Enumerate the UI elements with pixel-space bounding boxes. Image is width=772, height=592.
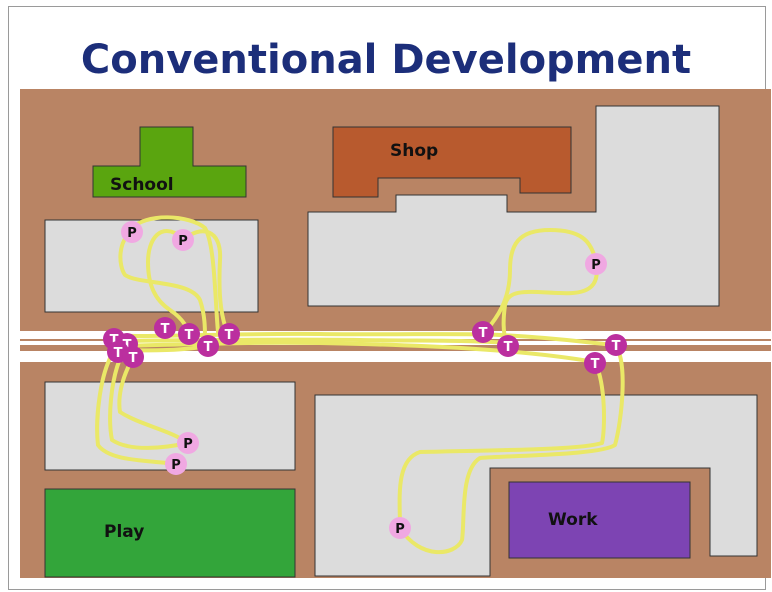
svg-text:T: T xyxy=(504,340,513,355)
parking-marker[interactable]: P xyxy=(172,229,194,251)
parking-marker[interactable]: P xyxy=(121,221,143,243)
school-building[interactable] xyxy=(92,126,247,198)
transit-marker[interactable]: T xyxy=(584,352,606,374)
transit-marker[interactable]: T xyxy=(605,334,627,356)
lot-northeast xyxy=(307,105,720,307)
svg-text:P: P xyxy=(178,234,188,249)
parking-markers: P P P P P P xyxy=(121,221,607,539)
svg-text:T: T xyxy=(110,333,119,348)
svg-text:P: P xyxy=(591,258,601,273)
svg-text:T: T xyxy=(114,346,123,361)
parking-marker[interactable]: P xyxy=(585,253,607,275)
svg-text:P: P xyxy=(127,226,137,241)
svg-text:P: P xyxy=(171,458,181,473)
transit-marker[interactable]: T xyxy=(472,321,494,343)
svg-text:T: T xyxy=(129,351,138,366)
play-label: Play xyxy=(104,522,144,542)
transit-marker[interactable]: T xyxy=(122,346,144,368)
work-building[interactable] xyxy=(508,481,691,559)
parking-marker[interactable]: P xyxy=(177,432,199,454)
svg-text:P: P xyxy=(395,522,405,537)
svg-text:T: T xyxy=(591,357,600,372)
transit-marker[interactable]: T xyxy=(178,323,200,345)
transit-markers: T T T T T T T T T T T T xyxy=(103,317,627,374)
svg-text:T: T xyxy=(161,322,170,337)
lot-southeast xyxy=(314,394,758,577)
svg-text:T: T xyxy=(185,328,194,343)
svg-text:P: P xyxy=(183,437,193,452)
slide-title: Conventional Development xyxy=(80,37,692,83)
svg-text:T: T xyxy=(612,339,621,354)
transit-marker[interactable]: T xyxy=(218,323,240,345)
transit-marker[interactable]: T xyxy=(154,317,176,339)
lot-northwest xyxy=(44,219,259,313)
svg-text:T: T xyxy=(123,338,132,353)
transit-marker[interactable]: T xyxy=(497,335,519,357)
parking-marker[interactable]: P xyxy=(389,517,411,539)
svg-text:T: T xyxy=(204,340,213,355)
svg-text:T: T xyxy=(225,328,234,343)
svg-text:T: T xyxy=(479,326,488,341)
school-label: School xyxy=(110,175,174,195)
transit-marker[interactable]: T xyxy=(197,335,219,357)
shop-label: Shop xyxy=(390,141,438,161)
play-field[interactable] xyxy=(44,488,296,578)
parking-marker[interactable]: P xyxy=(165,453,187,475)
work-label: Work xyxy=(548,510,598,530)
shop-building[interactable] xyxy=(332,126,572,198)
